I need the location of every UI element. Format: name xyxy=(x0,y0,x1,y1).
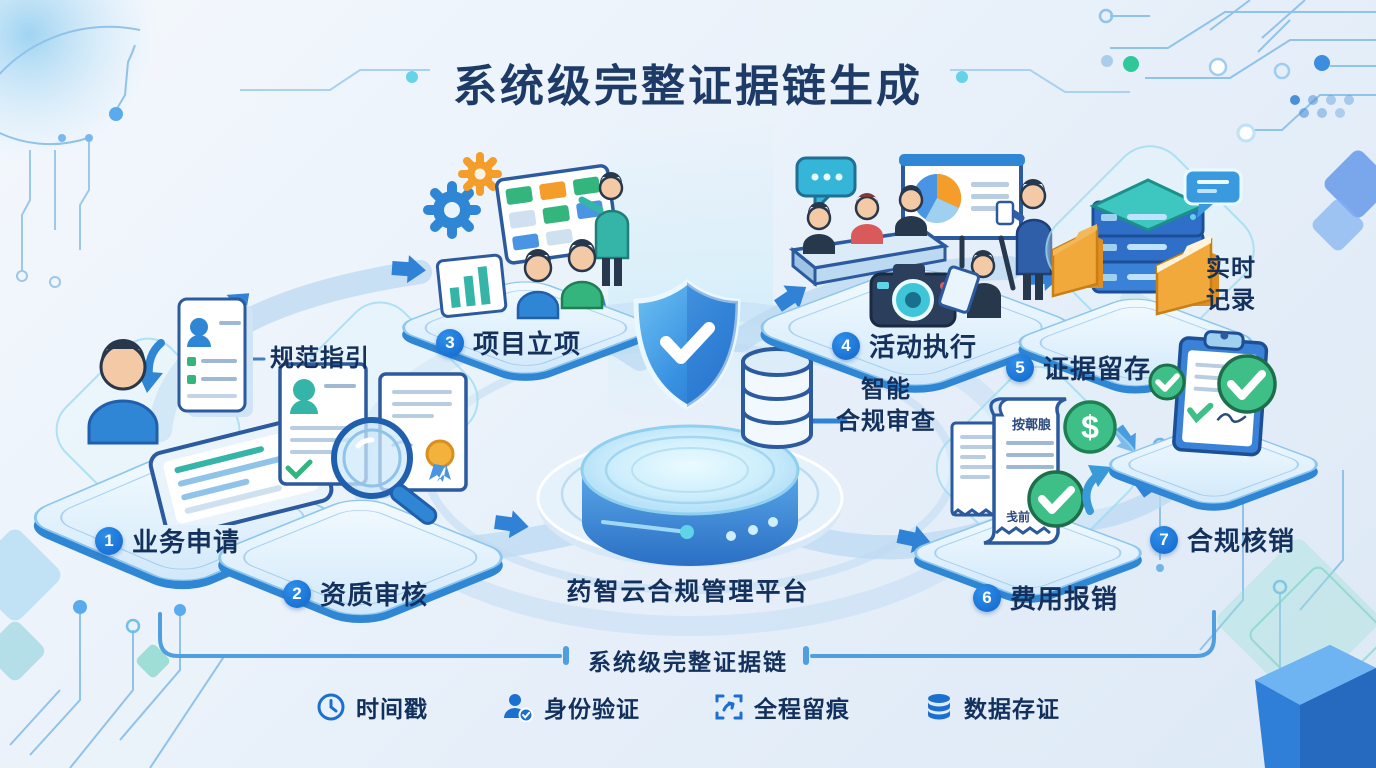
step-number-badge: 7 xyxy=(1150,525,1178,554)
realtime-record-annotation: 实时 记录 xyxy=(1206,255,1256,315)
step-label-7: 7 合规核销 xyxy=(1150,521,1295,558)
center-platform-label: 药智云合规管理平台 xyxy=(566,578,810,606)
database-cylinder-icon xyxy=(741,347,813,449)
smart-review-annotation: 智能 合规审查 xyxy=(836,376,936,436)
shield-check-icon xyxy=(633,278,741,410)
person-check-icon xyxy=(504,694,534,722)
legend-row: 时间戳 身份验证 全程留痕 xyxy=(0,690,1376,724)
legend-item-identity: 身份验证 xyxy=(502,690,640,724)
receipt-header-pseudo-text: 按鄣朖 xyxy=(1012,417,1052,432)
speaker-person-icon xyxy=(995,179,1053,300)
check-circle-icon xyxy=(1027,470,1085,528)
check-circle-icon-small xyxy=(1148,363,1186,401)
step-label-1: 1 业务申请 xyxy=(95,522,240,559)
step7-illustration xyxy=(1096,320,1331,516)
step-label-3: 3 项目立项 xyxy=(436,324,581,361)
legend-item-timestamp: 时间戳 xyxy=(316,690,428,724)
attendee-icon xyxy=(803,185,927,254)
svg-text:$: $ xyxy=(1081,409,1099,445)
step-label-5: 5 证据留存 xyxy=(1006,349,1151,386)
presenter-person-icon xyxy=(578,172,630,286)
step6-illustration: 按鄣朖 戋前 $ xyxy=(900,350,1156,608)
bar-chart-panel-icon xyxy=(435,253,508,318)
step-label-6: 6 费用报销 xyxy=(973,579,1118,616)
center-platform xyxy=(535,270,845,600)
step-label-2: 2 资质审核 xyxy=(283,575,428,612)
folder-icon-2 xyxy=(1155,236,1219,316)
meeting-table-icon xyxy=(788,228,950,288)
page-title: 系统级完整证据链生成 xyxy=(453,62,923,111)
step-label-4: 4 活动执行 xyxy=(832,327,977,364)
audience-person-icon xyxy=(516,239,604,320)
database-icon xyxy=(928,694,950,720)
legend-item-trace: 全程留痕 xyxy=(714,690,850,724)
applicant-person-icon xyxy=(87,339,159,445)
receipt-footer-pseudo-text: 戋前 xyxy=(1006,509,1030,524)
check-circle-icon-large xyxy=(1217,354,1277,414)
clock-icon xyxy=(317,693,345,721)
step-number-badge: 6 xyxy=(973,583,1001,612)
kanban-board-icon xyxy=(495,164,620,265)
evidence-chain-label: 系统级完整证据链 xyxy=(588,649,788,675)
guideline-annotation: 规范指引 xyxy=(270,345,370,372)
dollar-coin-icon: $ xyxy=(1063,400,1117,454)
legend-item-storage: 数据存证 xyxy=(924,690,1060,724)
application-form-icon xyxy=(177,297,253,417)
step-number-badge: 1 xyxy=(95,526,123,555)
submit-arrow-icon xyxy=(144,339,165,381)
chat-bubble-icon xyxy=(1183,168,1243,218)
step3-illustration xyxy=(387,152,664,387)
folder-icon xyxy=(1051,224,1103,298)
step-number-badge: 3 xyxy=(436,328,464,357)
magnifier-icon xyxy=(331,417,438,525)
step-number-badge: 5 xyxy=(1006,353,1034,382)
step-number-badge: 4 xyxy=(832,331,860,360)
scan-frame-icon xyxy=(715,694,743,720)
laptop-person-icon xyxy=(938,250,1001,318)
step2-illustration xyxy=(201,286,520,630)
step-number-badge: 2 xyxy=(283,579,311,608)
camera-icon xyxy=(869,264,957,328)
gear-icon-small xyxy=(458,152,502,196)
step4-illustration xyxy=(742,150,1089,400)
step5-illustration xyxy=(1004,129,1271,399)
speech-bubble-icon xyxy=(795,156,857,214)
gear-icon xyxy=(423,181,481,239)
